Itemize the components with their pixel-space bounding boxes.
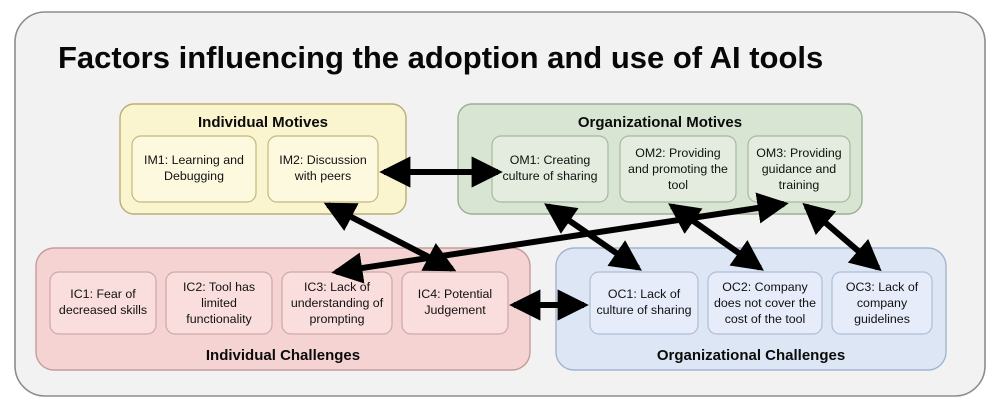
connection-layer — [323, 156, 882, 321]
node-IC2-line-1: limited — [201, 296, 237, 310]
panel-individual-challenges: Individual Challenges IC1: Fear of decre… — [35, 247, 531, 371]
node-IC4[interactable]: IC4: Potential Judgement — [401, 271, 509, 335]
connection-OM3-OC3 — [802, 202, 882, 272]
panel-individual-motives: Individual Motives IM1: Learning and Deb… — [119, 103, 407, 215]
node-OM1-line-0: OM1: Creating — [510, 153, 591, 167]
node-OC1-line-0: OC1: Lack of — [608, 287, 681, 301]
panel-individual-challenges-title: Individual Challenges — [206, 347, 360, 364]
node-OM3-box[interactable] — [747, 135, 851, 203]
node-IC1-line-1: decreased skills — [59, 303, 147, 317]
node-IC2-line-0: IC2: Tool has — [183, 280, 255, 294]
node-IM1[interactable]: IM1: Learning and Debugging — [131, 135, 257, 203]
node-IC2-box[interactable] — [165, 271, 273, 335]
node-IC2[interactable]: IC2: Tool has limited functionality — [165, 271, 273, 335]
node-IM1-box[interactable] — [131, 135, 257, 203]
node-OC3-line-2: guidelines — [854, 312, 910, 326]
node-OM3[interactable]: OM3: Providing guidance and training — [747, 135, 851, 203]
node-OC2[interactable]: OC2: Company does not cover the cost of … — [707, 271, 823, 335]
node-OM3-line-2: training — [779, 178, 820, 192]
node-OM2-line-0: OM2: Providing — [635, 146, 721, 160]
node-IM2-line-1: with peers — [294, 169, 351, 183]
node-IC1-line-0: IC1: Fear of — [70, 287, 136, 301]
panel-individual-motives-title: Individual Motives — [198, 114, 328, 131]
node-OC1-line-1: culture of sharing — [596, 303, 691, 317]
node-IC4-line-0: IC4: Potential — [418, 287, 492, 301]
panel-organizational-challenges-title: Organizational Challenges — [657, 347, 845, 364]
node-OC3-box[interactable] — [831, 271, 933, 335]
node-OM3-line-1: guidance and — [762, 162, 837, 176]
page-title: Factors influencing the adoption and use… — [58, 40, 823, 75]
node-OM2-line-2: tool — [668, 178, 688, 192]
node-OC2-line-2: cost of the tool — [725, 312, 806, 326]
node-IM2-line-0: IM2: Discussion — [279, 153, 367, 167]
panel-organizational-challenges: Organizational Challenges OC1: Lack of c… — [555, 247, 947, 371]
node-IM2[interactable]: IM2: Discussion with peers — [267, 135, 379, 203]
node-OM3-line-0: OM3: Providing — [756, 146, 842, 160]
node-IM2-box[interactable] — [267, 135, 379, 203]
node-OC3-line-0: OC3: Lack of — [846, 280, 919, 294]
node-IC2-line-2: functionality — [186, 312, 252, 326]
node-IC4-line-1: Judgement — [424, 303, 486, 317]
node-IC3[interactable]: IC3: Lack of understanding of prompting — [281, 271, 393, 335]
node-IC1-box[interactable] — [49, 271, 157, 335]
node-OM2[interactable]: OM2: Providing and promoting the tool — [619, 135, 737, 203]
node-OM2-line-1: and promoting the — [628, 162, 728, 176]
node-OC2-line-0: OC2: Company — [722, 280, 808, 294]
node-OC1[interactable]: OC1: Lack of culture of sharing — [589, 271, 699, 335]
node-OM1-line-1: culture of sharing — [502, 169, 597, 183]
panel-organizational-motives-title: Organizational Motives — [578, 114, 742, 131]
connection-OM1-OC1 — [544, 203, 642, 271]
node-OM1[interactable]: OM1: Creating culture of sharing — [491, 135, 609, 203]
node-IM1-line-0: IM1: Learning and — [144, 153, 244, 167]
node-IM1-line-1: Debugging — [164, 169, 224, 183]
node-IC3-line-1: understanding of — [291, 296, 384, 310]
node-OC3[interactable]: OC3: Lack of company guidelines — [831, 271, 933, 335]
node-OC3-line-1: company — [857, 296, 908, 310]
node-IC1[interactable]: IC1: Fear of decreased skills — [49, 271, 157, 335]
connection-OM2-OC2 — [668, 203, 764, 271]
node-OC2-line-1: does not cover the — [714, 296, 816, 310]
node-IC3-line-0: IC3: Lack of — [304, 280, 371, 294]
panel-organizational-motives: Organizational Motives OM1: Creating cul… — [457, 103, 863, 215]
node-IC3-line-2: prompting — [309, 312, 364, 326]
